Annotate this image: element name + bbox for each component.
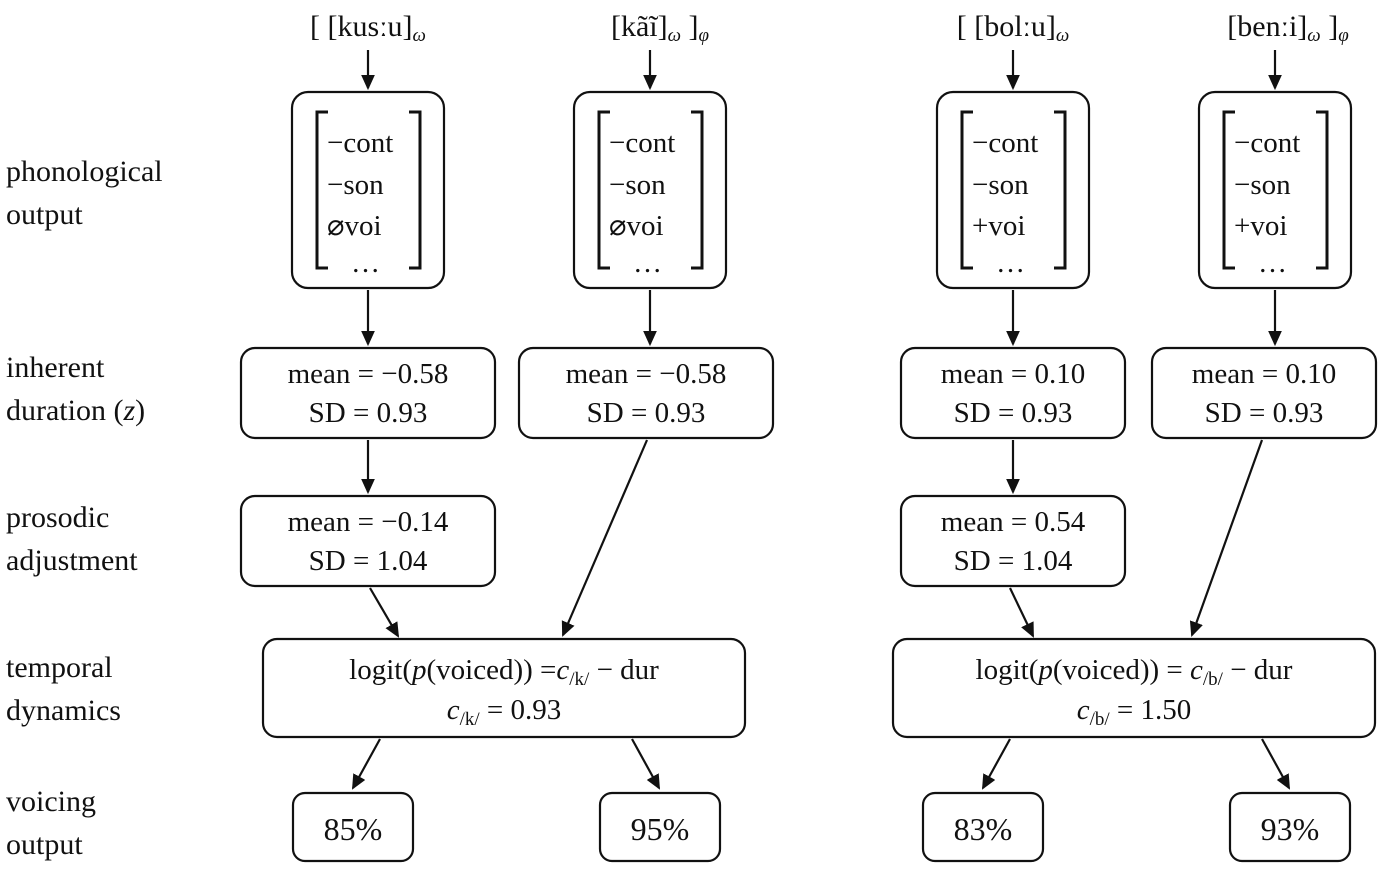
feature-son-kai: −son xyxy=(609,169,666,201)
prosodic-sd-bollu: SD = 1.04 xyxy=(954,545,1073,577)
feature-matrix-box-kai xyxy=(572,90,728,290)
row-label-line2: output xyxy=(6,828,83,861)
arrow-formula-to-pct-bollu xyxy=(982,738,1011,790)
matrix-bracket-right-benni xyxy=(1316,110,1329,270)
duration-box-kussu xyxy=(239,346,497,440)
row-label-phonological-output: phonological output xyxy=(6,155,163,231)
feature-cont-kussu: −cont xyxy=(327,127,393,159)
matrix-bracket-right-bollu xyxy=(1054,110,1067,270)
arrow-formula-to-pct-benni xyxy=(1261,738,1290,790)
arrow-formula-to-pct-kussu xyxy=(352,738,381,790)
row-label-line2: dynamics xyxy=(6,694,121,727)
formula-line2-k: c/k/ = 0.93 xyxy=(447,694,562,730)
duration-sd-kai: SD = 0.93 xyxy=(587,397,706,429)
duration-mean-benni: mean = 0.10 xyxy=(1192,358,1336,390)
duration-sd-bollu: SD = 0.93 xyxy=(954,397,1073,429)
feature-voi-benni: +voi xyxy=(1234,210,1287,242)
voicing-pct-bollu: 83% xyxy=(954,811,1013,847)
matrix-bracket-left-benni xyxy=(1222,110,1235,270)
arrow-prosodic-to-formula-kussu xyxy=(369,587,400,638)
matrix-bracket-left-kussu xyxy=(315,110,328,270)
duration-sd-kussu: SD = 0.93 xyxy=(309,397,428,429)
duration-sd-benni: SD = 0.93 xyxy=(1205,397,1324,429)
column-header-kai: [kãĩ]ω ]φ xyxy=(611,10,709,46)
arrow-prosodic-to-formula-bollu xyxy=(1009,587,1034,638)
row-label-line2: duration (z) xyxy=(6,394,145,427)
feature-voi-bollu: +voi xyxy=(972,210,1025,242)
matrix-bracket-right-kai xyxy=(691,110,704,270)
feature-matrix-box-benni xyxy=(1197,90,1353,290)
voicing-pct-kussu: 85% xyxy=(324,811,383,847)
row-label-temporal-dynamics: temporal dynamics xyxy=(6,651,121,727)
formula-line1-b: logit(p(voiced)) = c/b/ − dur xyxy=(976,654,1293,690)
matrix-bracket-right-kussu xyxy=(409,110,422,270)
row-label-line2: adjustment xyxy=(6,544,138,577)
feature-son-bollu: −son xyxy=(972,169,1029,201)
feature-voi-kussu: ⌀voi xyxy=(327,210,382,242)
duration-box-bollu xyxy=(899,346,1127,440)
arrow-duration-to-formula-benni xyxy=(1189,439,1264,637)
row-label-inherent-duration: inherent duration (z) xyxy=(6,351,145,427)
row-label-line1: voicing xyxy=(6,785,96,818)
column-header-kussu: [ [kusːu]ω xyxy=(310,10,426,46)
prosodic-sd-kussu: SD = 1.04 xyxy=(309,545,428,577)
formula-line2-b: c/b/ = 1.50 xyxy=(1077,694,1192,730)
duration-box-benni xyxy=(1150,346,1378,440)
voicing-pct-box-kai xyxy=(598,791,722,863)
formula-line1-k: logit(p(voiced)) =c/k/ − dur xyxy=(349,654,659,690)
duration-mean-kai: mean = −0.58 xyxy=(566,358,727,390)
matrix-bracket-left-bollu xyxy=(960,110,973,270)
duration-mean-kussu: mean = −0.58 xyxy=(288,358,449,390)
prosodic-mean-bollu: mean = 0.54 xyxy=(941,506,1086,538)
feature-matrix-box-bollu xyxy=(935,90,1091,290)
voicing-pct-box-bollu xyxy=(921,791,1045,863)
row-label-line1: temporal xyxy=(6,651,113,684)
feature-son-benni: −son xyxy=(1234,169,1291,201)
feature-cont-bollu: −cont xyxy=(972,127,1038,159)
feature-ellipsis-bollu: … xyxy=(996,247,1025,279)
arrow-formula-to-pct-kai xyxy=(631,738,660,790)
column-header-bollu: [ [bolːu]ω xyxy=(957,10,1070,46)
feature-cont-kai: −cont xyxy=(609,127,675,159)
formula-box-k xyxy=(261,637,747,739)
duration-box-kai xyxy=(517,346,775,440)
row-label-prosodic-adjustment: prosodic adjustment xyxy=(6,501,138,577)
prosodic-box-bollu xyxy=(899,494,1127,588)
row-label-line1: phonological xyxy=(6,155,163,188)
feature-son-kussu: −son xyxy=(327,169,384,201)
row-label-line1: inherent xyxy=(6,351,105,384)
voicing-pct-box-benni xyxy=(1228,791,1352,863)
feature-ellipsis-kai: … xyxy=(633,247,662,279)
duration-mean-bollu: mean = 0.10 xyxy=(941,358,1085,390)
feature-ellipsis-kussu: … xyxy=(351,247,380,279)
arrow-duration-to-formula-kai xyxy=(561,439,649,637)
matrix-bracket-left-kai xyxy=(597,110,610,270)
voicing-pct-benni: 93% xyxy=(1261,811,1320,847)
formula-box-b xyxy=(891,637,1377,739)
prosodic-box-kussu xyxy=(239,494,497,588)
feature-matrix-box-kussu xyxy=(290,90,446,290)
voicing-pct-box-kussu xyxy=(291,791,415,863)
column-header-benni: [benːi]ω ]φ xyxy=(1227,10,1348,46)
feature-cont-benni: −cont xyxy=(1234,127,1300,159)
row-label-voicing-output: voicing output xyxy=(6,785,96,861)
feature-ellipsis-benni: … xyxy=(1258,247,1287,279)
prosodic-mean-kussu: mean = −0.14 xyxy=(288,506,449,538)
feature-voi-kai: ⌀voi xyxy=(609,210,664,242)
voicing-pct-kai: 95% xyxy=(631,811,690,847)
row-label-line2: output xyxy=(6,198,83,231)
row-label-line1: prosodic xyxy=(6,501,109,534)
